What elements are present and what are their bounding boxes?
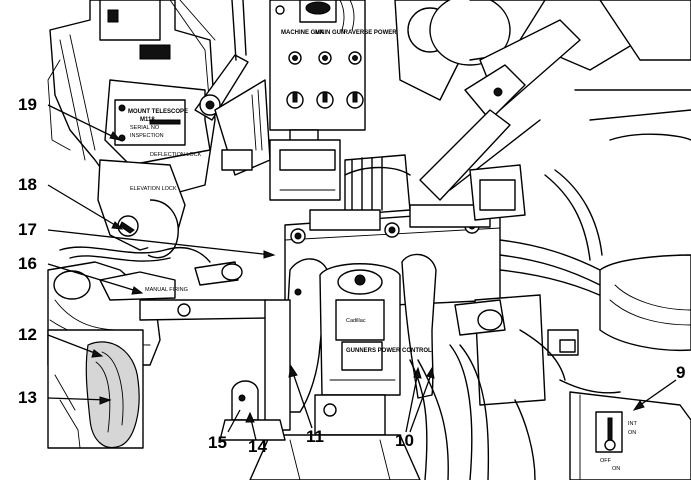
switch-label-on: ON [628,430,636,436]
callout-numbers: 19 18 17 16 12 13 15 14 11 10 9 [18,95,685,456]
right-breech-area [394,0,691,480]
gunners-control-plate: GUNNERS POWER CONTROL [346,348,432,354]
callout-16: 16 [18,254,37,273]
elevation-lock-label: ELEVATION LOCK [130,186,177,192]
callout-19: 19 [18,95,37,114]
gun-label-traverse: TRAVERSE POWER [340,30,397,36]
telescope-plate-inspection: INSPECTION [130,133,164,139]
callout-18: 18 [18,175,37,194]
gun-selector-box: MACHINE GUN MAIN GUN TRAVERSE POWER [269,0,397,201]
callout-11: 11 [306,427,324,446]
callout-10: 10 [395,431,414,450]
deflection-lock-label: DEFLECTION LOCK [150,152,202,158]
callout-14: 14 [248,437,267,456]
manual-firing-label: MANUAL FIRING [145,287,188,293]
callout-13: 13 [18,388,37,407]
callout-15: 15 [208,433,227,452]
switch-box: INT ON OFF ON [569,391,691,480]
pedestal-post [219,299,291,441]
control-brand-plate: Cadillac [346,318,366,324]
telescope-plate-title: MOUNT TELESCOPE [128,109,188,115]
switch-label-off: OFF [600,458,612,464]
callout-17: 17 [18,220,37,239]
telescope-plate-serial: SERIAL NO [130,125,160,131]
callout-12: 12 [18,325,37,344]
gun-label-machine: MACHINE GUN [281,30,324,36]
telescope-plate-model: M118 [140,117,155,123]
callout-9: 9 [676,363,685,382]
lower-left-assembly: MANUAL FIRING [47,246,269,449]
callout-leaders [47,104,677,441]
switch-label-int: INT [628,421,638,427]
switch-label-on2: ON [612,466,620,472]
gun-label-main: MAIN GUN [315,30,345,36]
left-mount-housing: MOUNT TELESCOPE M118 SERIAL NO INSPECTIO… [47,0,271,259]
